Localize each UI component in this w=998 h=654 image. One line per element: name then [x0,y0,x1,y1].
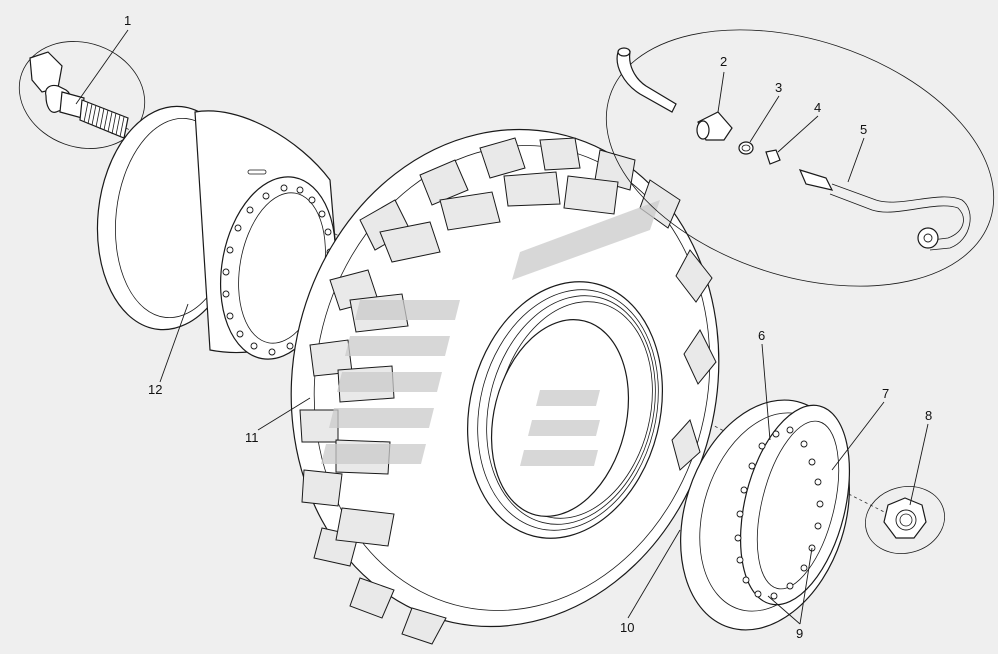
watermark-logo [321,200,660,466]
part-2-union-nut [696,111,733,141]
stud-thread [83,101,125,138]
callout-12: 12 [148,382,162,397]
callout-3: 3 [775,80,782,95]
callout-11: 11 [245,430,259,445]
callout-5: 5 [860,122,867,137]
inflation-line-detail [605,29,995,287]
part-12-rim [96,105,341,360]
part-7-lock-ring [739,404,851,606]
part-6-flange-holes [734,426,824,600]
callout-9: 9 [796,626,803,641]
callout-8: 8 [925,408,932,423]
callout-6: 6 [758,328,765,343]
part-11-tyre [290,128,720,645]
callout-7: 7 [882,386,889,401]
part-5-tube [798,169,971,251]
detail-oval-inflation [605,29,995,287]
part-4-nipple [765,149,781,165]
callout-4: 4 [814,100,821,115]
callout-2: 2 [720,54,727,69]
leader-lines [75,29,929,625]
callout-10: 10 [620,620,634,635]
part-8-nut [865,486,945,554]
part-1-wheel-stud [18,41,146,149]
callout-1: 1 [124,13,131,28]
part-3-washer [738,141,754,155]
detail-oval-stud [18,41,146,149]
callout-labels: 1 2 3 4 5 6 7 8 9 10 11 12 [124,13,932,641]
